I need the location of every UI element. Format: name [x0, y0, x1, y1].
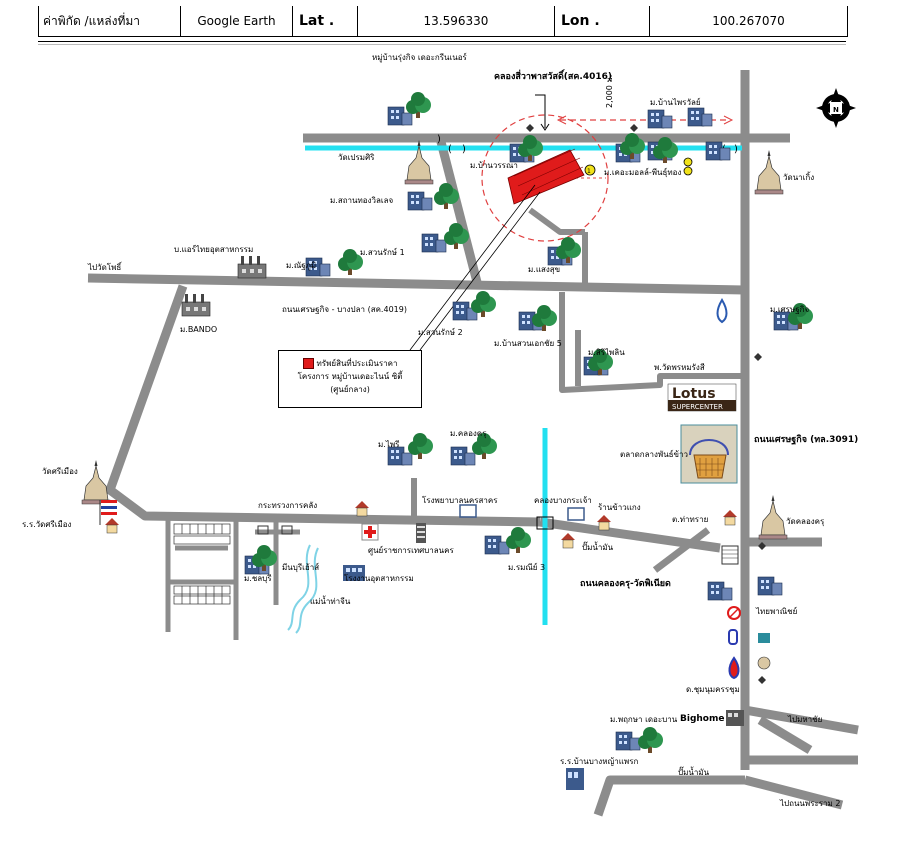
- label-rd-setthakit: ถนนเศรษฐกิจ - บางปลา (สค.4019): [282, 305, 407, 314]
- lotus-brand: Lotus: [672, 386, 716, 402]
- radius-circle: [481, 114, 609, 242]
- label-rd-setthakit-main: ถนนเศรษฐกิจ (ทล.3091): [754, 434, 858, 445]
- svg-text:): ): [462, 144, 466, 155]
- svg-text:1: 1: [587, 168, 591, 175]
- label-ptt-industry: โรงงานอุตสาหกรรม: [344, 573, 414, 583]
- label-road-wat-ploeng: ไปวัดโพธิ์: [87, 261, 123, 272]
- subject-property[interactable]: [507, 149, 585, 205]
- label-m-chanburi: ม.ชลบุรี: [244, 574, 272, 583]
- svg-text:): ): [437, 134, 441, 145]
- label-m-siri: ม.สิริไพลิน: [588, 348, 625, 357]
- point-marker-1[interactable]: [584, 164, 596, 176]
- legend-line-3: (ศูนย์กลาง): [330, 385, 370, 394]
- label-industry-left: บ.แอร์ไทยอุตสาหกรรม: [174, 244, 253, 254]
- label-m-green-villa: ม.สถานทองวิลเลจ: [330, 196, 394, 205]
- legend-swatch: [302, 358, 314, 369]
- roads: [87, 70, 859, 817]
- svg-text:): ): [734, 144, 738, 155]
- label-m-saengsuk: ม.แสงสุข: [528, 265, 560, 274]
- label-rd-bottom: ต.ท่าทราย: [672, 515, 708, 524]
- label-wat-klongkru: วัดคลองครุ: [786, 517, 825, 526]
- label-police: ศูนย์ราชการเทศบาลนคร: [368, 545, 454, 556]
- coord-label: ค่าพิกัด /แหล่งที่มา: [39, 6, 181, 36]
- point-marker-2[interactable]: [683, 166, 693, 176]
- label-sch-wat-si-muang: ร.ร.วัดศรีเมือง: [22, 520, 72, 529]
- compass-letter: N: [833, 106, 839, 114]
- market-icon: [680, 424, 738, 484]
- school-icon: [99, 500, 584, 790]
- header-table: ค่าพิกัด /แหล่งที่มา Google Earth Lat . …: [38, 6, 848, 37]
- label-ban-tha-krian: ด.ชุมนุมครรชุม: [686, 685, 740, 694]
- label-m-rome: ม.รมณีย์ 3: [508, 562, 545, 572]
- label-rd-right-bottom: ไปมหาชัย: [787, 715, 822, 724]
- label-gas-bottom: ปั๊มน้ำมัน: [678, 766, 710, 777]
- label-sch-kranuan: กระทรวงการคลัง: [258, 501, 317, 510]
- legend-line-1: ทรัพย์สินที่ประเมินราคา: [316, 359, 398, 368]
- label-m-ruenruedee: ม.เคอะมอลล์-พีนธุ์ทอง: [604, 167, 681, 177]
- header-rule: [38, 41, 846, 42]
- label-sch-bottom: ร.ร.บ้านบางหญ้าแพรก: [560, 757, 639, 766]
- label-wat-prasert: วัดเปรมศิริ: [338, 153, 375, 162]
- svg-text:(: (: [448, 144, 452, 155]
- factory-icon: [181, 255, 267, 317]
- subdivision-lots: [173, 523, 231, 605]
- lotus-sub: SUPERCENTER: [672, 403, 723, 411]
- lon-value: 100.267070: [712, 14, 785, 28]
- hospital-icon: [361, 523, 379, 541]
- label-canal-ta-chin: แม่น้ำท่าจีน: [310, 595, 351, 606]
- label-telecom-right: ไทยพาณิชย์: [755, 606, 797, 616]
- label-mee-kiri: มีนบุรีเฮ้าส์: [282, 562, 319, 572]
- legend-callout: [409, 184, 541, 351]
- point-marker-3[interactable]: [683, 157, 693, 167]
- label-wat-pink: พ.วัดพรหมรังสี: [654, 363, 705, 372]
- label-big-c: Bighome: [680, 714, 724, 724]
- label-rd-right-bottom2: ไปถนนพระราม 2: [779, 799, 840, 808]
- radius-label: 2,000 ม.: [605, 75, 614, 108]
- label-muban-top: หมู่บ้านรุ่งกิจ เดอะกรีนเนอร์: [372, 52, 468, 63]
- label-m-baan-suan-eng: ม.บ้านสวนเอกชัย 5: [494, 339, 562, 348]
- lotus-logo[interactable]: Lotus SUPERCENTER: [667, 383, 737, 412]
- label-canal-top: คลองสี่วาพาสวัสดิ์(สค.4016): [494, 69, 612, 82]
- label-m-pruksa: ม.พฤกษา เดอะบาน: [610, 715, 678, 724]
- label-market: ตลาดกลางพันธ์ข้าว: [620, 449, 688, 459]
- industry-building-icon: [343, 565, 365, 581]
- label-m-setthakit-right: ม.เศรษฐกิจ: [770, 305, 809, 314]
- bighome-building-icon: [721, 545, 744, 726]
- label-m-bando: ม.BANDO: [180, 325, 217, 334]
- gate-icon: [257, 504, 585, 535]
- label-m-kaewdee: ม.ไพรี: [378, 440, 400, 449]
- coord-source: Google Earth: [181, 6, 293, 36]
- label-rd-wat-sri: ถนนคลองครุ-วัดพิเนียด: [580, 578, 671, 589]
- legend-line-2: โครงการ หมู่บ้านเดอะไนน์ ซิตี้: [297, 372, 403, 381]
- label-m-kanya: ม.ณัฐภูมิ: [286, 261, 316, 271]
- label-gas-station: ปั๊มน้ำมัน: [582, 541, 614, 552]
- label-wat-si-muang: วัดศรีเมือง: [42, 467, 78, 476]
- label-clinic: ร้านข้าวแกง: [598, 503, 641, 512]
- label-wat-right-top: วัดนาเกิ้ง: [783, 171, 814, 182]
- label-m-thanarak: ม.บ้านวรรณา: [470, 161, 518, 170]
- label-m-suanrak2: ม.สวนรักษ์ 2: [418, 327, 463, 337]
- map-labels: คลองสี่วาพาสวัสดิ์(สค.4016) หมู่บ้านรุ่ง…: [22, 52, 858, 808]
- label-canal-bridge: คลองบางกระเจ้า: [534, 496, 592, 505]
- lat-label: Lat .: [293, 6, 358, 36]
- legend-box: ทรัพย์สินที่ประเมินราคา โครงการ หมู่บ้าน…: [278, 350, 422, 408]
- tower-icon: [416, 523, 426, 543]
- label-m-klongkru: ม.คลองครุ: [450, 429, 487, 438]
- lon-label: Lon .: [555, 6, 650, 36]
- label-telecom: โรงพยาบาลนครสาคร: [422, 495, 498, 505]
- lat-value: 13.596330: [358, 6, 555, 36]
- gas-station-icon: [716, 298, 771, 680]
- header-rule-2: [38, 44, 846, 45]
- label-m-baan-thirat: ม.บ้านไพรวัลย์: [650, 97, 701, 107]
- compass-icon: [816, 88, 856, 128]
- label-m-suanraks: ม.สวนรักษ์ 1: [360, 247, 405, 257]
